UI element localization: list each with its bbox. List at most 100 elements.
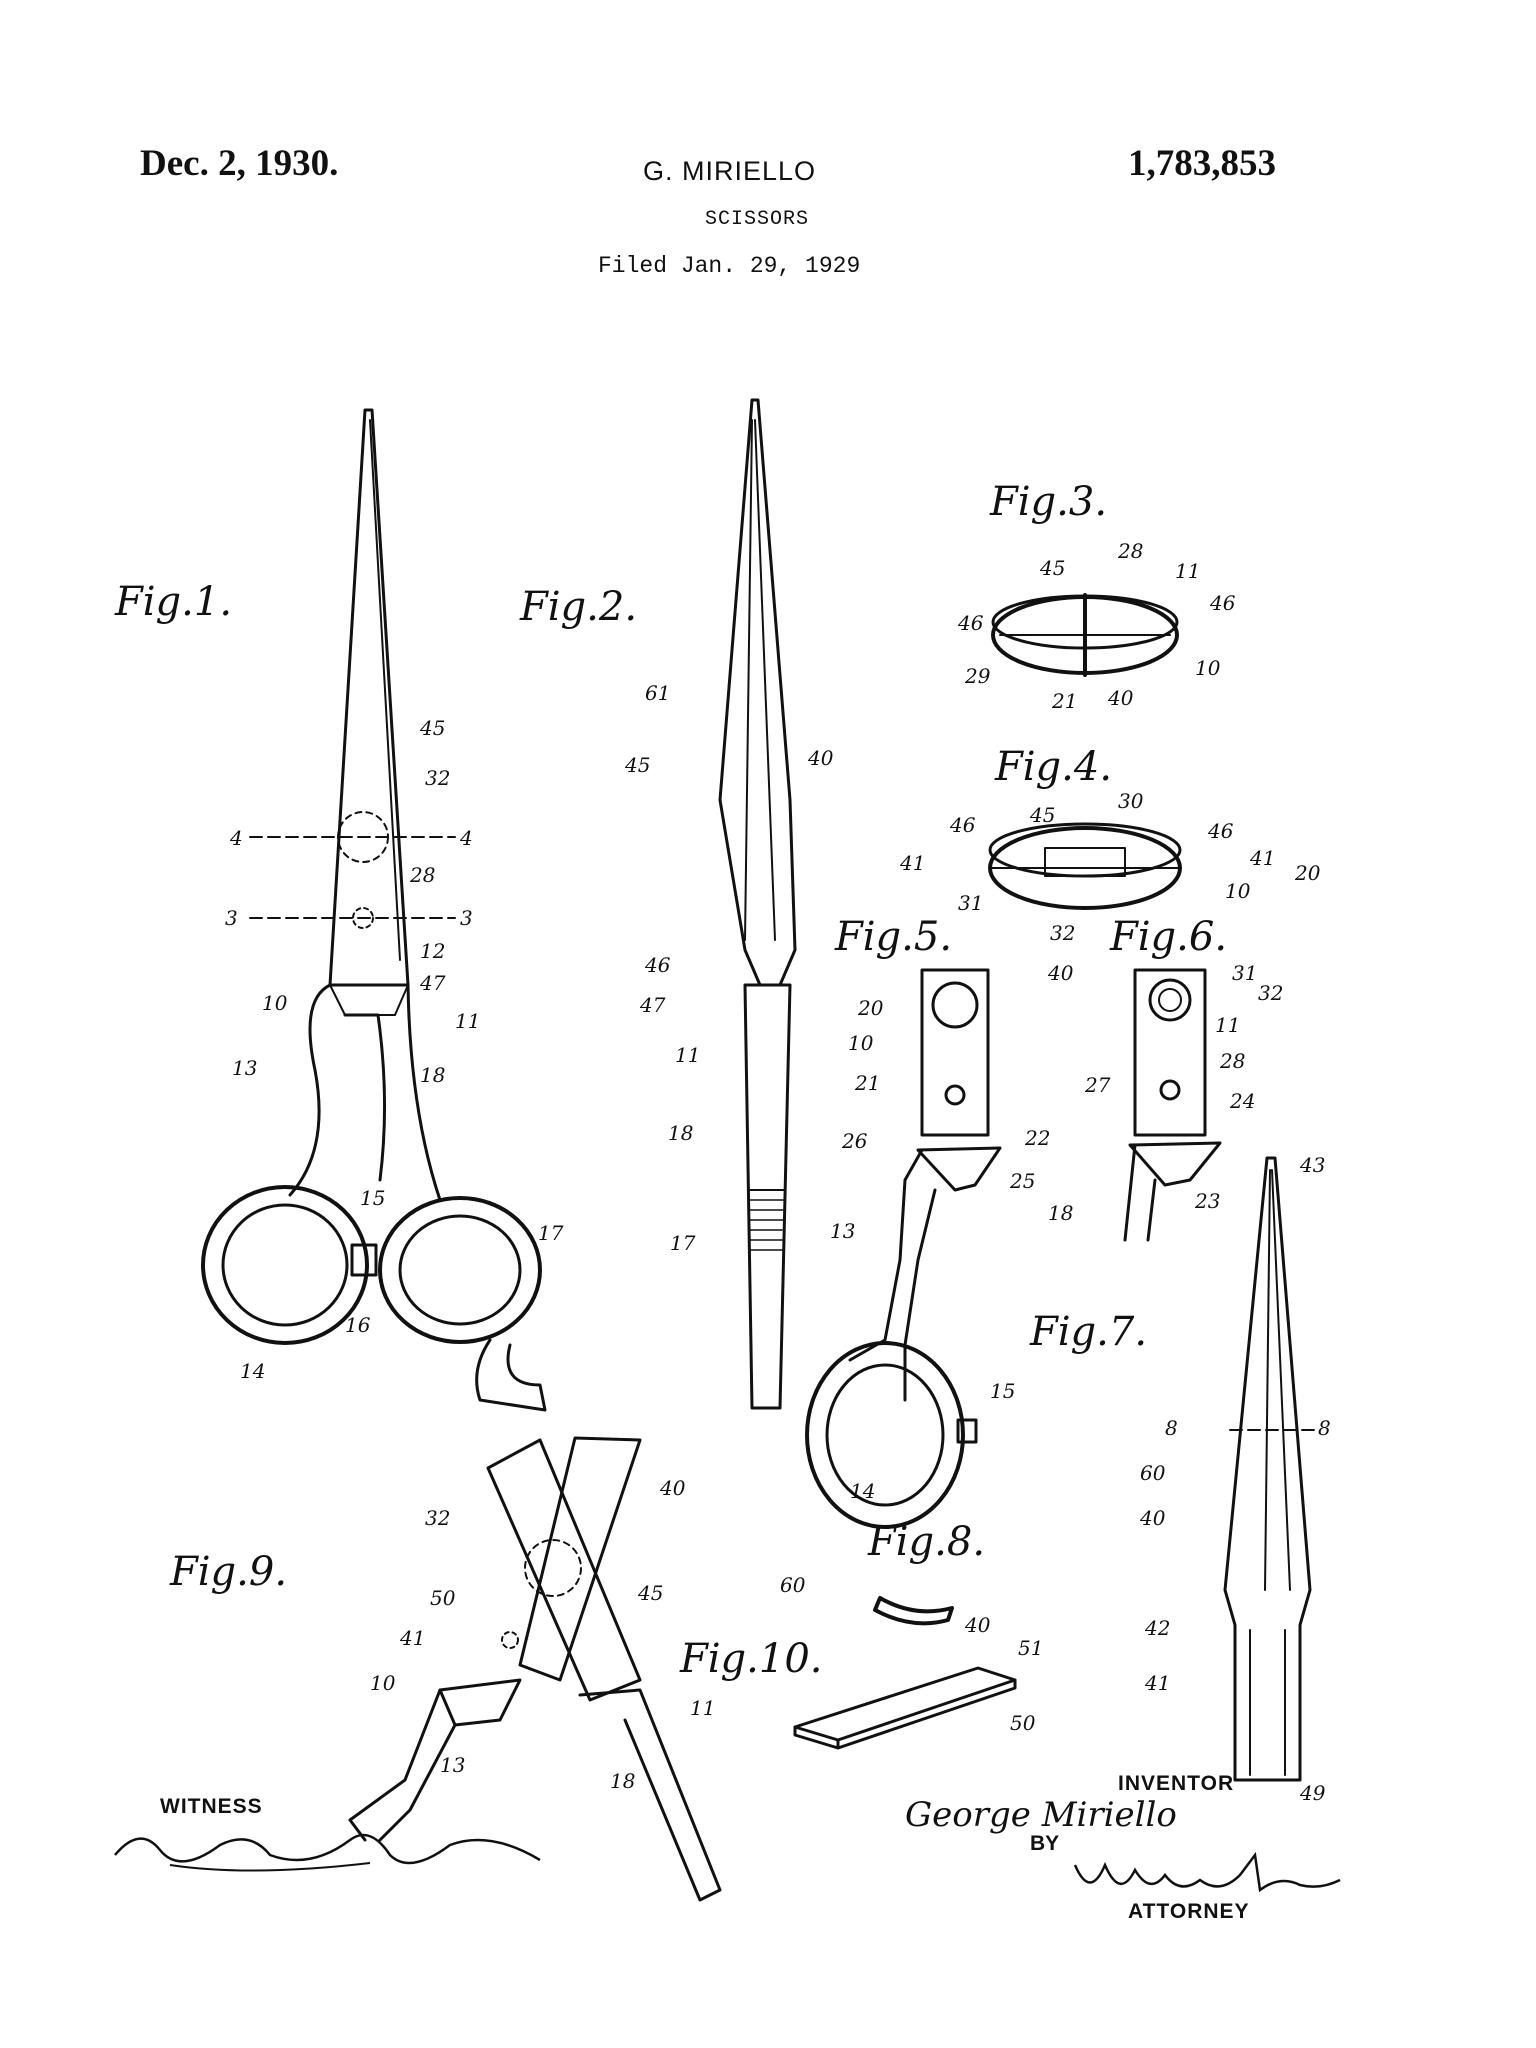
svg-text:15: 15 xyxy=(360,1186,385,1210)
fig-label-10: Fig.10. xyxy=(679,1636,822,1682)
svg-text:60: 60 xyxy=(1140,1461,1166,1485)
inventor-signature: George Miriello xyxy=(905,1795,1177,1835)
svg-text:11: 11 xyxy=(1215,1013,1240,1037)
svg-text:21: 21 xyxy=(854,1071,880,1095)
svg-text:42: 42 xyxy=(1144,1616,1170,1640)
svg-text:20: 20 xyxy=(1294,861,1321,885)
svg-text:32: 32 xyxy=(1258,981,1283,1005)
fig1-scissors xyxy=(201,408,547,1412)
svg-text:3: 3 xyxy=(225,906,238,930)
svg-text:4: 4 xyxy=(459,826,473,850)
svg-text:26: 26 xyxy=(841,1129,868,1153)
svg-text:27: 27 xyxy=(1084,1073,1111,1097)
svg-text:47: 47 xyxy=(419,971,446,995)
svg-text:46: 46 xyxy=(1207,819,1234,843)
fig3-section xyxy=(991,593,1179,677)
svg-text:11: 11 xyxy=(1175,559,1200,583)
svg-text:22: 22 xyxy=(1024,1126,1050,1150)
svg-text:18: 18 xyxy=(668,1121,693,1145)
filed-date: Filed Jan. 29, 1929 xyxy=(598,253,861,279)
fig9-crossed-blades xyxy=(348,1436,722,1902)
svg-text:13: 13 xyxy=(440,1753,465,1777)
fig6-detail xyxy=(1123,968,1222,1242)
fig-label-7: Fig.7. xyxy=(1029,1309,1147,1355)
svg-text:31: 31 xyxy=(958,891,983,915)
fig-label-4: Fig.4. xyxy=(994,744,1112,790)
witness-signature xyxy=(114,1833,541,1872)
svg-text:46: 46 xyxy=(644,953,671,977)
svg-text:40: 40 xyxy=(807,746,834,770)
svg-text:17: 17 xyxy=(538,1221,564,1245)
svg-text:45: 45 xyxy=(624,753,650,777)
svg-text:13: 13 xyxy=(830,1219,855,1243)
svg-text:14: 14 xyxy=(850,1479,875,1503)
witness-label: WITNESS xyxy=(160,1795,263,1818)
svg-text:14: 14 xyxy=(240,1359,265,1383)
svg-text:10: 10 xyxy=(370,1671,396,1695)
svg-text:41: 41 xyxy=(899,851,925,875)
svg-text:3: 3 xyxy=(460,906,473,930)
svg-text:11: 11 xyxy=(455,1009,480,1033)
fig2-scissors-side xyxy=(718,398,797,1410)
svg-text:23: 23 xyxy=(1194,1189,1220,1213)
svg-text:18: 18 xyxy=(610,1769,635,1793)
svg-text:43: 43 xyxy=(1299,1153,1325,1177)
svg-text:32: 32 xyxy=(425,1506,450,1530)
svg-text:10: 10 xyxy=(1195,656,1221,680)
svg-text:18: 18 xyxy=(1048,1201,1073,1225)
svg-text:11: 11 xyxy=(675,1043,700,1067)
fig-label-2: Fig.2. xyxy=(519,584,637,630)
fig-label-6: Fig.6. xyxy=(1109,914,1227,960)
svg-text:61: 61 xyxy=(645,681,670,705)
svg-text:41: 41 xyxy=(1144,1671,1170,1695)
fig5-detail xyxy=(805,968,1002,1529)
svg-text:46: 46 xyxy=(957,611,984,635)
svg-text:45: 45 xyxy=(419,716,445,740)
fig-label-1: Fig.1. xyxy=(114,579,232,625)
svg-text:15: 15 xyxy=(990,1379,1015,1403)
fig-label-5: Fig.5. xyxy=(834,914,952,960)
svg-text:29: 29 xyxy=(964,664,991,688)
by-label: BY xyxy=(1030,1832,1060,1855)
svg-text:16: 16 xyxy=(345,1313,371,1337)
svg-text:28: 28 xyxy=(1219,1049,1245,1073)
svg-text:10: 10 xyxy=(262,991,288,1015)
svg-text:46: 46 xyxy=(1209,591,1236,615)
svg-text:13: 13 xyxy=(232,1056,257,1080)
svg-text:46: 46 xyxy=(949,813,976,837)
attorney-signature xyxy=(1073,1851,1341,1893)
svg-text:25: 25 xyxy=(1009,1169,1035,1193)
svg-text:51: 51 xyxy=(1018,1636,1043,1660)
fig-label-9: Fig.9. xyxy=(169,1549,287,1595)
svg-text:28: 28 xyxy=(409,863,435,887)
svg-text:40: 40 xyxy=(964,1613,991,1637)
svg-text:45: 45 xyxy=(1029,803,1055,827)
svg-text:17: 17 xyxy=(670,1231,696,1255)
svg-text:18: 18 xyxy=(420,1063,445,1087)
svg-text:45: 45 xyxy=(1039,556,1065,580)
svg-text:10: 10 xyxy=(1225,879,1251,903)
svg-text:10: 10 xyxy=(848,1031,874,1055)
patent-title: SCISSORS xyxy=(705,208,810,231)
svg-text:30: 30 xyxy=(1118,789,1144,813)
attorney-label: ATTORNEY xyxy=(1128,1900,1250,1923)
inventor-name: G. MIRIELLO xyxy=(643,156,817,186)
svg-text:24: 24 xyxy=(1229,1089,1255,1113)
patent-number: 1,783,853 xyxy=(1128,143,1276,184)
patent-date: Dec. 2, 1930. xyxy=(140,143,339,184)
svg-text:45: 45 xyxy=(637,1581,663,1605)
svg-text:40: 40 xyxy=(1139,1506,1166,1530)
svg-text:32: 32 xyxy=(425,766,450,790)
svg-text:8: 8 xyxy=(1318,1416,1331,1440)
inventor-label: INVENTOR xyxy=(1118,1772,1235,1795)
svg-text:41: 41 xyxy=(1249,846,1275,870)
fig7-blade xyxy=(1223,1156,1316,1782)
fig-label-8: Fig.8. xyxy=(867,1519,985,1565)
svg-text:32: 32 xyxy=(1050,921,1075,945)
svg-text:12: 12 xyxy=(420,939,445,963)
svg-text:50: 50 xyxy=(1010,1711,1036,1735)
svg-text:40: 40 xyxy=(1047,961,1074,985)
svg-text:21: 21 xyxy=(1051,689,1077,713)
